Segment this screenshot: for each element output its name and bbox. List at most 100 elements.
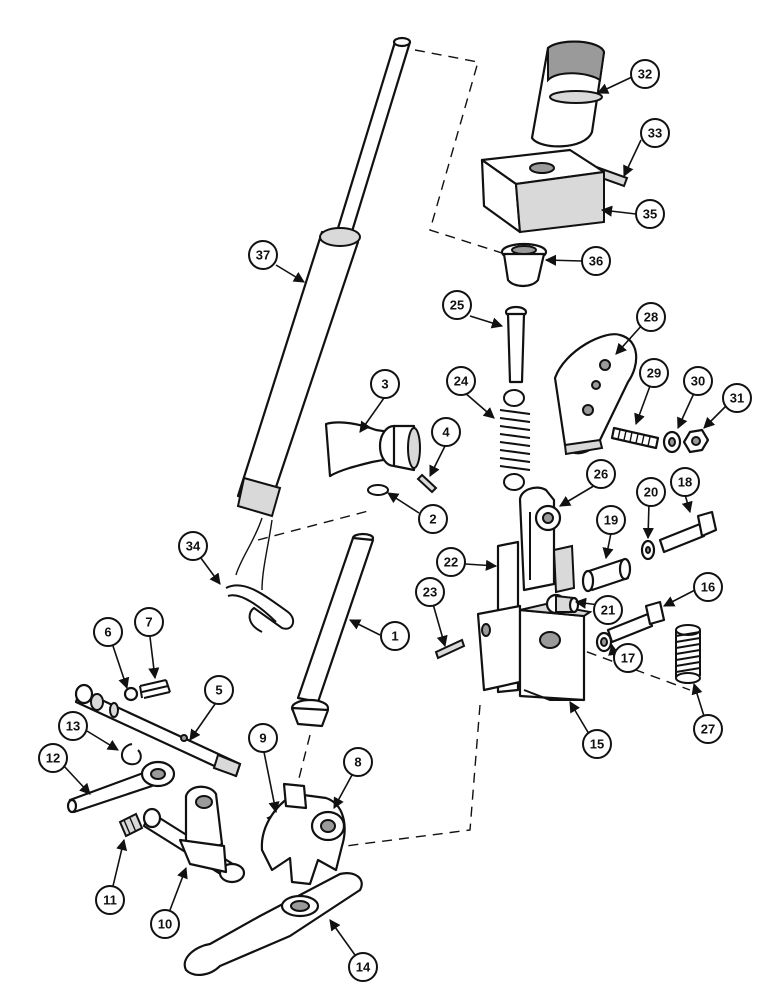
link-rod — [66, 760, 176, 814]
callout-label: 16 — [701, 580, 715, 595]
gear-knob — [530, 40, 606, 148]
spring-clip — [225, 584, 295, 633]
callout-28: 28 — [636, 302, 666, 332]
callout-9: 9 — [248, 723, 278, 753]
callout-label: 10 — [158, 917, 172, 932]
callout-11: 11 — [95, 885, 125, 915]
callout-label: 24 — [454, 374, 469, 389]
callout-16: 16 — [693, 572, 723, 602]
callout-label: 8 — [354, 755, 361, 770]
callout-30: 30 — [683, 366, 713, 396]
circlip-13 — [121, 743, 142, 766]
callout-label: 19 — [604, 513, 618, 528]
callout-24: 24 — [446, 366, 476, 396]
callout-label: 29 — [647, 366, 661, 381]
callout-1: 1 — [380, 621, 410, 651]
selector-crank — [142, 785, 246, 884]
washer-20 — [640, 539, 656, 561]
callout-label: 11 — [103, 893, 117, 908]
roll-pin-23 — [434, 638, 466, 660]
callout-label: 15 — [590, 737, 604, 752]
callout-label: 27 — [701, 722, 715, 737]
knob-block — [480, 148, 606, 234]
callout-4: 4 — [431, 417, 461, 447]
gear-lever-tube — [235, 36, 412, 591]
detent-spring-7 — [139, 679, 171, 699]
callout-label: 37 — [256, 248, 270, 263]
callout-20: 20 — [636, 477, 666, 507]
gate-lever-arm — [518, 486, 576, 594]
sleeve-19 — [581, 557, 632, 593]
callout-label: 22 — [444, 555, 458, 570]
callout-12: 12 — [38, 743, 68, 773]
callout-21: 21 — [593, 595, 623, 625]
selector-lever — [324, 421, 421, 478]
callout-10: 10 — [150, 909, 180, 939]
callout-label: 35 — [643, 207, 657, 222]
callout-label: 30 — [691, 374, 705, 389]
callout-27: 27 — [693, 714, 723, 744]
callout-37: 37 — [248, 240, 278, 270]
callout-label: 26 — [594, 467, 608, 482]
pin-4 — [416, 473, 438, 494]
callout-label: 21 — [601, 603, 615, 618]
threaded-stud — [610, 426, 660, 450]
callout-label: 9 — [259, 731, 266, 746]
gate-plate — [553, 333, 638, 456]
callout-label: 13 — [66, 719, 80, 734]
callout-label: 25 — [450, 298, 464, 313]
callout-label: 12 — [46, 751, 60, 766]
circlip-ring — [367, 484, 389, 496]
callout-label: 31 — [730, 391, 744, 406]
assembly-dashed-lines — [257, 49, 691, 849]
callout-17: 17 — [613, 643, 643, 673]
compression-spring — [675, 624, 701, 684]
callout-label: 36 — [589, 254, 603, 269]
callout-36: 36 — [581, 246, 611, 276]
callout-23: 23 — [415, 577, 445, 607]
callout-32: 32 — [630, 59, 660, 89]
callout-label: 1 — [391, 629, 398, 644]
callout-label: 3 — [381, 377, 388, 392]
callout-3: 3 — [370, 369, 400, 399]
callout-33: 33 — [640, 118, 670, 148]
callout-5: 5 — [204, 675, 234, 705]
callout-label: 33 — [648, 126, 662, 141]
callout-35: 35 — [635, 199, 665, 229]
callout-13: 13 — [58, 711, 88, 741]
leader-lines — [62, 76, 735, 956]
callout-31: 31 — [722, 383, 752, 413]
nut-31 — [682, 428, 710, 454]
callout-label: 20 — [644, 485, 658, 500]
selector-rod — [74, 683, 242, 778]
pin-25 — [504, 305, 528, 384]
detent-ball-6 — [123, 686, 139, 702]
callout-15: 15 — [582, 729, 612, 759]
callout-label: 5 — [215, 683, 222, 698]
callout-34: 34 — [178, 531, 208, 561]
pivot-pin-21 — [545, 593, 580, 615]
set-screw — [118, 812, 144, 838]
selector-fork — [260, 782, 346, 886]
callout-19: 19 — [596, 505, 626, 535]
callout-label: 4 — [442, 425, 450, 440]
bolt-18 — [658, 510, 718, 554]
callout-7: 7 — [134, 607, 164, 637]
callout-14: 14 — [348, 952, 378, 982]
callout-label: 7 — [145, 615, 152, 630]
callout-label: 34 — [186, 539, 201, 554]
callout-29: 29 — [639, 358, 669, 388]
selector-shaft — [290, 532, 375, 728]
callout-6: 6 — [93, 617, 123, 647]
callout-label: 18 — [678, 475, 692, 490]
callout-25: 25 — [442, 290, 472, 320]
callout-label: 2 — [429, 512, 436, 527]
callout-label: 17 — [621, 651, 635, 666]
callout-label: 6 — [104, 625, 111, 640]
bushing — [500, 242, 548, 288]
callout-26: 26 — [586, 459, 616, 489]
callout-label: 32 — [638, 67, 652, 82]
washer-30 — [662, 430, 682, 454]
callout-label: 23 — [423, 585, 437, 600]
callout-22: 22 — [436, 547, 466, 577]
